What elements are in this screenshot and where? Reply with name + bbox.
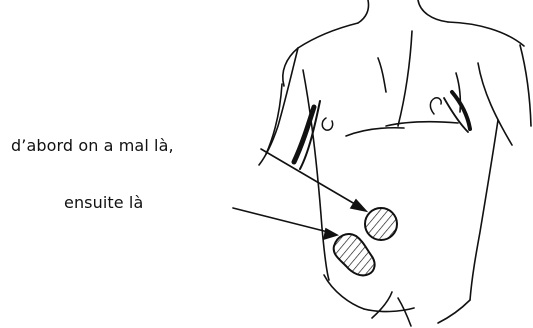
left-groin-line — [372, 292, 392, 318]
body-details — [294, 92, 470, 169]
neck-right-line — [418, 0, 448, 22]
second-pain-hatched-shape — [334, 234, 375, 275]
left-arm-outer-line — [259, 48, 298, 165]
right-lower-line — [438, 300, 470, 323]
right-arm-line — [520, 45, 531, 126]
first-arrow-head — [351, 200, 366, 211]
left-chest-line — [378, 58, 386, 92]
pain-location-first — [365, 208, 397, 240]
left-armpit-shading — [294, 107, 314, 162]
lower-rib-line — [386, 122, 458, 126]
rib-line — [346, 128, 404, 136]
second-arrow-head — [324, 229, 337, 239]
then-pain-label: ensuite là — [64, 193, 143, 213]
pointer-arrows — [233, 149, 366, 239]
left-shoulder-line — [283, 23, 358, 86]
neck-left-line — [358, 0, 369, 23]
right-side-line — [470, 120, 498, 300]
pelvis-line — [364, 308, 414, 312]
first-arrow-shaft — [261, 149, 360, 207]
first-pain-label: d’abord on a mal là, — [11, 136, 174, 156]
right-nipple-icon — [430, 98, 441, 114]
first-pain-hatched-circle — [365, 208, 397, 240]
torso-outline — [259, 0, 531, 326]
right-shoulder-line — [448, 22, 524, 46]
sternum-line — [398, 31, 412, 126]
right-groin-line — [398, 298, 411, 326]
pain-location-second — [334, 234, 375, 275]
left-nipple-icon — [322, 118, 332, 130]
left-lower-line — [324, 275, 364, 309]
second-arrow-shaft — [233, 208, 328, 232]
right-torso-line — [478, 63, 512, 145]
